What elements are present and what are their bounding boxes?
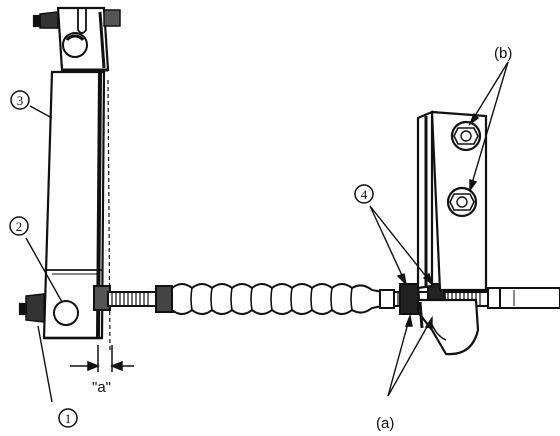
bolt-lower — [446, 186, 478, 218]
lever-top-slot — [77, 8, 87, 34]
lever-bottom-hole — [53, 300, 79, 326]
mounting-bracket — [416, 110, 488, 356]
bottom-nut-left — [25, 293, 45, 323]
top-nut-right — [103, 9, 121, 27]
top-nut-left — [39, 11, 59, 29]
callout-3: 3 — [10, 90, 30, 110]
leader-lines — [25, 61, 509, 403]
boot-collar — [379, 289, 395, 309]
bolt-upper — [450, 120, 482, 152]
dimension-a-label: "a" — [92, 379, 111, 396]
svg-text:2: 2 — [16, 219, 23, 234]
bracket-lower-tab — [416, 298, 480, 356]
svg-text:4: 4 — [361, 187, 368, 202]
label-b: (b) — [494, 45, 512, 62]
callout-4: 4 — [354, 184, 374, 204]
dimension-a-arrows — [70, 345, 134, 372]
cable-assembly — [93, 283, 560, 315]
callout-1: 1 — [58, 408, 78, 428]
cable-housing — [487, 287, 560, 309]
svg-text:3: 3 — [17, 93, 24, 108]
callout-2: 2 — [9, 216, 29, 236]
svg-text:1: 1 — [65, 411, 72, 426]
label-a: (a) — [376, 415, 394, 432]
